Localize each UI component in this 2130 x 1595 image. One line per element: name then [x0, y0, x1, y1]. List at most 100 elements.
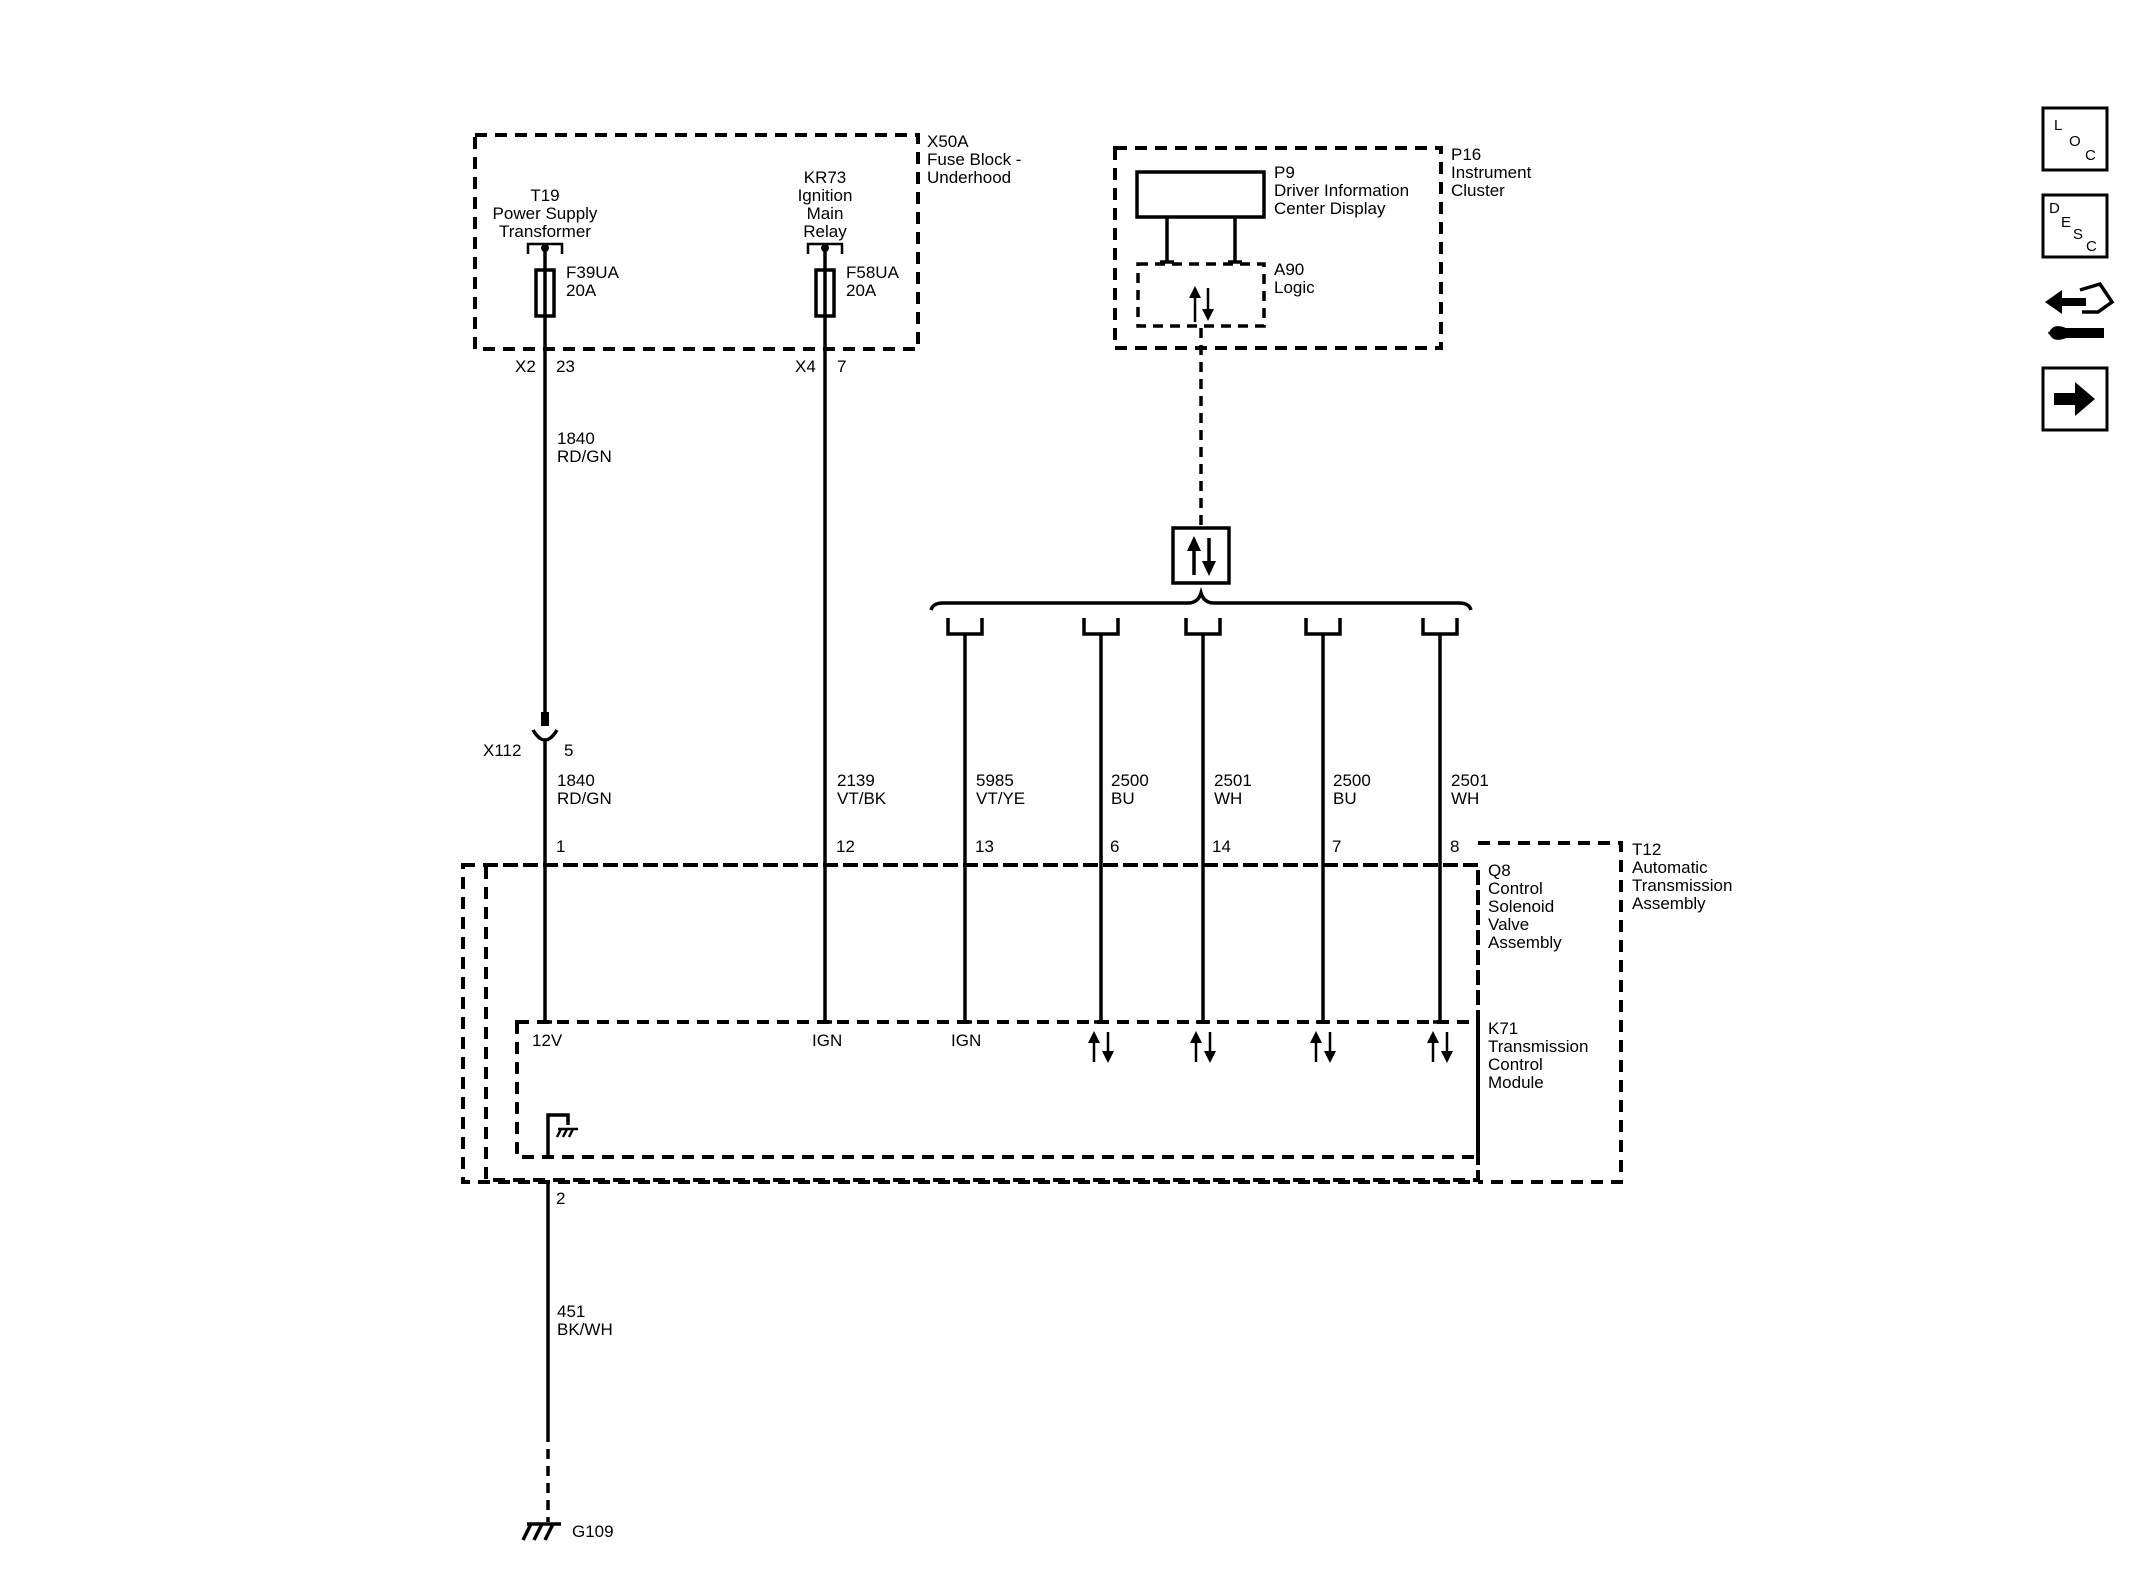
wire-2501-a — [1184, 618, 1222, 1022]
wire-5985 — [946, 618, 984, 1022]
fuse-block-name-line2: Underhood — [927, 168, 1011, 187]
display-name-line2: Center Display — [1274, 199, 1386, 218]
bidirectional-arrow-icon — [1427, 1031, 1453, 1063]
pin-6: 6 — [1110, 837, 1119, 856]
wire2-color: RD/GN — [557, 789, 612, 808]
chassis-ground-icon — [555, 1127, 578, 1138]
cluster-outline — [1113, 146, 1443, 350]
conn1-connector: X2 — [515, 357, 536, 376]
wire5-color: BU — [1111, 789, 1135, 808]
fuse-block-name-line1: Fuse Block - — [927, 150, 1021, 169]
wire3-number: 2139 — [837, 771, 875, 790]
fuse-block-outline — [473, 133, 920, 351]
k71-name-line3: Module — [1488, 1073, 1544, 1092]
logic-id: A90 — [1274, 260, 1304, 279]
fuse1-rating: 20A — [566, 281, 597, 300]
pin-12: 12 — [836, 837, 855, 856]
desc-letter-e: E — [2061, 214, 2071, 231]
wrench-icon — [2048, 326, 2104, 340]
tcm-internal-ground-lead — [546, 1113, 570, 1157]
pin-7: 7 — [1332, 837, 1341, 856]
swap-arrow-icon — [2045, 290, 2086, 314]
cluster-name-line1: Instrument — [1451, 163, 1532, 182]
wire8-color: WH — [1451, 789, 1479, 808]
k71-tcm-outline — [515, 1020, 1480, 1159]
desc-letter-c: C — [2086, 238, 2097, 255]
terminal-ign-1: IGN — [812, 1031, 842, 1050]
q8-name-line1: Control — [1488, 879, 1543, 898]
ground-id: G109 — [572, 1522, 614, 1541]
wire6-color: WH — [1214, 789, 1242, 808]
wire4-color: VT/YE — [976, 789, 1025, 808]
logic-outline — [1136, 262, 1266, 328]
logic-name: Logic — [1274, 278, 1315, 297]
fuse1-id: F39UA — [566, 263, 620, 282]
q8-name-line3: Valve — [1488, 915, 1529, 934]
relay-name-line3: Relay — [803, 222, 847, 241]
display-name-line1: Driver Information — [1274, 181, 1409, 200]
k71-id: K71 — [1488, 1019, 1518, 1038]
loc-letter-l: L — [2054, 117, 2062, 134]
wire-2500-a — [1082, 618, 1120, 1022]
ground-g109-icon — [521, 1522, 561, 1541]
fuse-block-id: X50A — [927, 132, 969, 151]
wire1-color: RD/GN — [557, 447, 612, 466]
wire8-number: 2501 — [1451, 771, 1489, 790]
wire3-color: VT/BK — [837, 789, 887, 808]
conn1-pin: 23 — [556, 357, 575, 376]
pin-14: 14 — [1212, 837, 1231, 856]
location-button[interactable]: L O C — [2041, 106, 2109, 172]
fuse-f39ua-symbol — [526, 242, 564, 318]
description-button[interactable]: D E S C — [2041, 193, 2109, 259]
connector-x112-female-icon — [531, 729, 559, 742]
wire9-number: 451 — [557, 1302, 585, 1321]
t12-assembly-outline-right — [1478, 841, 1623, 1184]
fuse2-rating: 20A — [846, 281, 877, 300]
fuse-f58ua-symbol — [806, 242, 844, 318]
connector-x112-male-icon — [541, 712, 549, 726]
conn2-pin: 7 — [837, 357, 846, 376]
loc-letter-o: O — [2069, 133, 2081, 150]
bidirectional-arrow-icon — [1088, 1031, 1114, 1063]
wire9-color: BK/WH — [557, 1320, 613, 1339]
k71-name-line1: Transmission — [1488, 1037, 1588, 1056]
transformer-name-line2: Transformer — [499, 222, 591, 241]
relay-name-line1: Ignition — [798, 186, 853, 205]
wire1-number: 1840 — [557, 429, 595, 448]
tcm-data-arrows — [1088, 1031, 1453, 1063]
data-bus-brace — [929, 586, 1473, 611]
pin-1: 1 — [556, 837, 565, 856]
k71-name-line2: Control — [1488, 1055, 1543, 1074]
wire4-number: 5985 — [976, 771, 1014, 790]
t12-name-line1: Automatic — [1632, 858, 1708, 877]
right-arrow-icon — [2054, 382, 2095, 416]
bidirectional-arrow-icon — [1190, 1031, 1216, 1063]
terminal-ign-2: IGN — [951, 1031, 981, 1050]
t12-name-line3: Assembly — [1632, 894, 1706, 913]
pin-8: 8 — [1450, 837, 1459, 856]
wire2-number: 1840 — [557, 771, 595, 790]
cluster-name-line2: Cluster — [1451, 181, 1505, 200]
cluster-id: P16 — [1451, 145, 1481, 164]
wire-2500-b — [1304, 618, 1342, 1022]
t12-id: T12 — [1632, 840, 1661, 859]
q8-name-line4: Assembly — [1488, 933, 1562, 952]
transformer-name-line1: Power Supply — [493, 204, 598, 223]
desc-letter-s: S — [2073, 226, 2083, 243]
wire7-number: 2500 — [1333, 771, 1371, 790]
splice-bidirectional-arrow-icon — [1187, 536, 1216, 576]
desc-letter-d: D — [2049, 200, 2060, 217]
fuse2-id: F58UA — [846, 263, 900, 282]
bidirectional-arrow-icon — [1310, 1031, 1336, 1063]
conn2-connector: X4 — [795, 357, 816, 376]
transformer-id: T19 — [530, 186, 559, 205]
connector-service-button[interactable] — [2045, 281, 2115, 340]
x112-pin: 5 — [564, 741, 573, 760]
relay-id: KR73 — [804, 168, 847, 187]
wire7-color: BU — [1333, 789, 1357, 808]
wire6-number: 2501 — [1214, 771, 1252, 790]
next-page-button[interactable] — [2041, 366, 2109, 432]
terminal-12v: 12V — [532, 1031, 563, 1050]
wire5-number: 2500 — [1111, 771, 1149, 790]
